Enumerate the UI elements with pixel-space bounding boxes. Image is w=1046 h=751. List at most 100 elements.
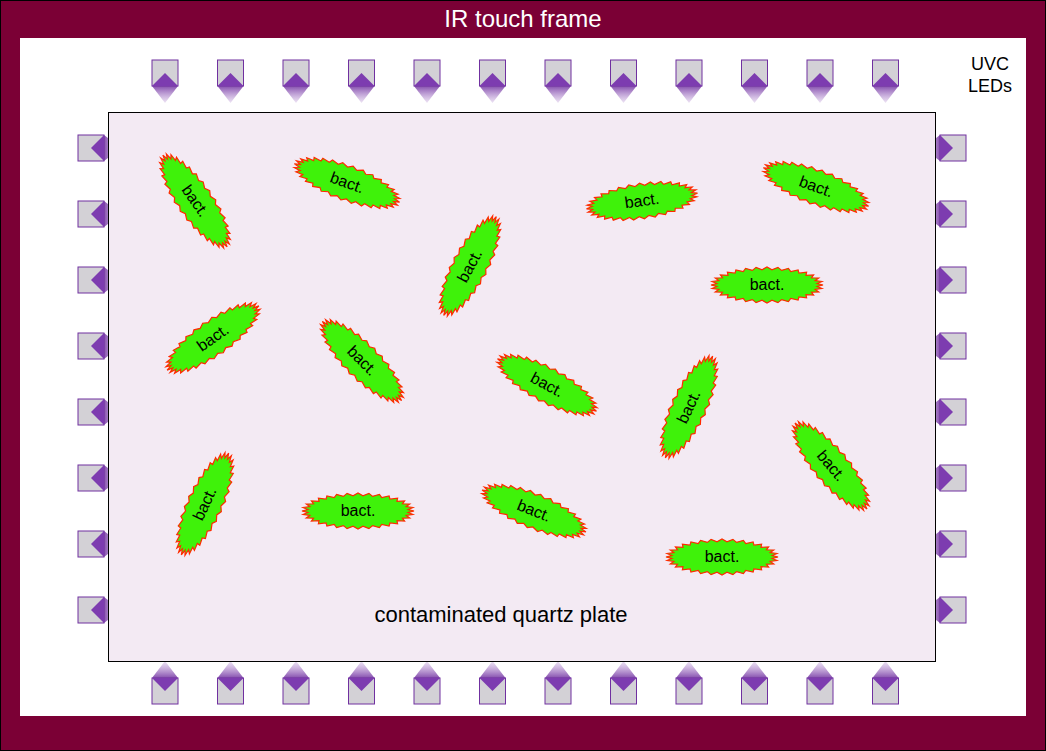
led-emitter <box>611 678 637 691</box>
uv-glow <box>349 661 375 678</box>
led-emitter <box>940 201 953 227</box>
uv-glow <box>676 86 702 103</box>
uv-glow <box>283 661 309 678</box>
uv-glow <box>218 661 244 678</box>
uv-glow <box>349 86 375 103</box>
frame-opening <box>20 38 1026 716</box>
led-body <box>152 678 178 704</box>
led-emitter <box>545 678 571 691</box>
bacterium-outline <box>666 539 778 575</box>
bacterium-label: bact. <box>341 502 376 520</box>
uvc-led <box>545 661 571 704</box>
led-emitter <box>807 73 833 86</box>
led-emitter <box>873 678 899 691</box>
bacterium-outline <box>711 267 823 303</box>
uvc-led <box>676 661 702 704</box>
uvc-led <box>152 60 178 103</box>
led-body <box>78 531 104 557</box>
led-body <box>611 60 637 86</box>
led-emitter <box>545 73 571 86</box>
uv-glow <box>611 661 637 678</box>
led-body <box>676 678 702 704</box>
led-body <box>152 60 178 86</box>
led-emitter <box>218 73 244 86</box>
uvc-led <box>349 661 375 704</box>
led-body <box>78 465 104 491</box>
uvc-led <box>480 60 506 103</box>
uvc-led <box>283 60 309 103</box>
led-body <box>349 678 375 704</box>
uvc-led <box>414 661 440 704</box>
uv-glow <box>742 661 768 678</box>
led-emitter <box>676 678 702 691</box>
uvc-led <box>873 60 899 103</box>
bacterium-outline <box>475 473 592 548</box>
uvc-led <box>807 661 833 704</box>
uv-glow <box>611 86 637 103</box>
led-emitter <box>742 678 768 691</box>
uvc-led <box>545 60 571 103</box>
uvc-led <box>283 661 309 704</box>
bacterium: bact. <box>645 345 733 470</box>
bacterium-outline <box>288 147 406 219</box>
led-body <box>807 60 833 86</box>
bacterium: bact. <box>424 204 516 328</box>
bacterium-outline <box>489 343 605 427</box>
led-emitter <box>91 399 104 425</box>
led-body <box>940 597 966 623</box>
led-body <box>218 678 244 704</box>
led-body <box>873 678 899 704</box>
led-body <box>283 60 309 86</box>
uvc-led <box>742 60 768 103</box>
bacterium: bact. <box>161 442 249 567</box>
led-body <box>349 60 375 86</box>
led-body <box>742 60 768 86</box>
bacterium-outline <box>302 493 414 529</box>
led-body <box>480 678 506 704</box>
led-body <box>873 60 899 86</box>
bacterium-label: bact. <box>705 548 740 566</box>
frame-title: IR touch frame <box>0 5 1046 33</box>
uvc-led <box>414 60 440 103</box>
led-label: UVC LEDs <box>958 53 1022 97</box>
led-emitter <box>91 333 104 359</box>
led-body <box>676 60 702 86</box>
bacterium: bact. <box>581 172 704 230</box>
led-body <box>480 60 506 86</box>
bacterium-outline <box>757 151 875 223</box>
uvc-led <box>480 661 506 704</box>
led-emitter <box>349 73 375 86</box>
uv-glow <box>676 661 702 678</box>
led-emitter <box>940 333 953 359</box>
bacterium: bact. <box>284 143 409 223</box>
quartz-plate: contaminated quartz platebact.bact.bact.… <box>108 112 936 662</box>
led-body <box>940 201 966 227</box>
bacterium: bact. <box>299 490 417 532</box>
led-body <box>414 60 440 86</box>
bacterium: bact. <box>471 469 596 552</box>
led-body <box>78 333 104 359</box>
uv-glow <box>152 86 178 103</box>
led-emitter <box>91 135 104 161</box>
uvc-led <box>218 661 244 704</box>
bacterium: bact. <box>305 304 418 417</box>
led-emitter <box>742 73 768 86</box>
bacterium-outline <box>781 412 881 521</box>
bacterium-outline <box>428 208 512 324</box>
led-body <box>218 60 244 86</box>
led-emitter <box>807 678 833 691</box>
bacterium-outline <box>649 349 729 466</box>
led-body <box>742 678 768 704</box>
led-body <box>283 678 309 704</box>
led-emitter <box>91 531 104 557</box>
led-body <box>545 678 571 704</box>
uvc-led <box>611 661 637 704</box>
uv-glow <box>742 86 768 103</box>
led-body <box>807 678 833 704</box>
led-body <box>940 465 966 491</box>
uv-glow <box>218 86 244 103</box>
bacterium: bact. <box>708 264 826 306</box>
led-emitter <box>940 597 953 623</box>
led-emitter <box>152 678 178 691</box>
